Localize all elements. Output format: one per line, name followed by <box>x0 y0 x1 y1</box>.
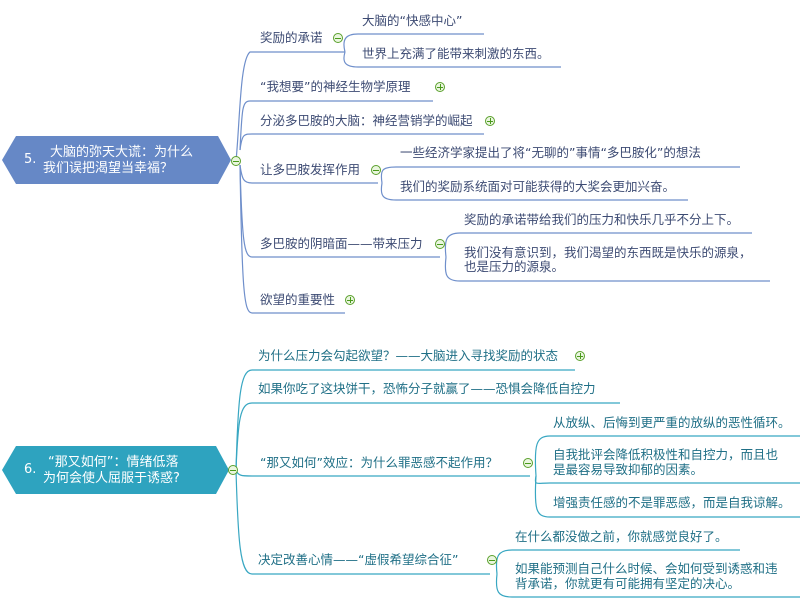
leaf-item[interactable]: 大脑的“快感中心” <box>362 13 463 28</box>
expand-icon[interactable] <box>575 351 585 361</box>
leaf-item[interactable]: 是最容易导致抑郁的因素。 <box>553 462 704 477</box>
expand-icon[interactable] <box>345 295 355 305</box>
leaf-item[interactable]: 一些经济学家提出了将“无聊的”事情“多巴胺化”的想法 <box>400 145 701 160</box>
leaf-item[interactable]: 世界上充满了能带来刺激的东西。 <box>362 46 550 61</box>
collapse-icon[interactable] <box>333 33 343 43</box>
topic-6-title-line2[interactable]: 为何会使人屈服于诱惑? <box>43 471 180 486</box>
branch-label[interactable]: “那又如何”效应：为什么罪恶感不起作用？ <box>260 455 498 470</box>
topic-5-number: 5. <box>24 152 37 167</box>
topic-6-number: 6. <box>24 462 37 477</box>
topic-5-title-line2[interactable]: 我们误把渴望当幸福？ <box>43 161 174 176</box>
branch-label[interactable]: 为什么压力会勾起欲望？——大脑进入寻找奖励的状态 <box>258 348 559 363</box>
leaf-item[interactable]: 从放纵、后悔到更严重的放纵的恶性循环。 <box>553 415 791 430</box>
branch-label[interactable]: 如果你吃了这块饼干，恐怖分子就赢了——恐惧会降低自控力 <box>258 381 596 396</box>
leaf-item[interactable]: 奖励的承诺带给我们的压力和快乐几乎不分上下。 <box>464 212 740 227</box>
branch-label[interactable]: 欲望的重要性 <box>260 292 336 307</box>
branch-label[interactable]: 奖励的承诺 <box>260 30 323 45</box>
leaf-item[interactable]: 在什么都没做之前，你就感觉良好了。 <box>515 529 728 544</box>
topic-6-title-line1[interactable]: “那又如何”：情绪低落 <box>48 455 179 470</box>
expand-icon[interactable] <box>435 82 445 92</box>
branch-label[interactable]: 分泌多巴胺的大脑：神经营销学的崛起 <box>260 113 473 128</box>
expand-icon[interactable] <box>485 116 495 126</box>
collapse-icon[interactable] <box>487 555 497 565</box>
collapse-icon[interactable] <box>371 165 381 175</box>
leaf-item[interactable]: 增强责任感的不是罪恶感，而是自我谅解。 <box>553 495 791 510</box>
branch-label[interactable]: 让多巴胺发挥作用 <box>260 162 361 177</box>
collapse-icon[interactable] <box>231 156 241 166</box>
branch-label[interactable]: 多巴胺的阴暗面——带来压力 <box>260 236 423 251</box>
leaf-item[interactable]: 也是压力的源泉。 <box>464 259 565 274</box>
branch-label[interactable]: 决定改善心情——“虚假希望综合征” <box>258 552 459 567</box>
branch-label[interactable]: “我想要”的神经生物学原理 <box>260 79 411 94</box>
topic-5-title-line1[interactable]: 大脑的弥天大谎：为什么 <box>50 145 194 160</box>
topic-6-shape <box>2 446 229 494</box>
collapse-icon[interactable] <box>523 458 533 468</box>
leaf-item[interactable]: 如果能预测自己什么时候、会如何受到诱惑和违 <box>515 561 778 576</box>
leaf-item[interactable]: 我们没有意识到，我们渴望的东西既是快乐的源泉， <box>464 245 752 260</box>
collapse-icon[interactable] <box>435 239 445 249</box>
collapse-icon[interactable] <box>228 465 238 475</box>
topic-5-shape <box>2 136 231 184</box>
leaf-item[interactable]: 自我批评会降低积极性和自控力，而且也 <box>553 447 779 462</box>
leaf-item[interactable]: 背承诺，你就更有可能拥有坚定的决心。 <box>515 576 741 591</box>
leaf-item[interactable]: 我们的奖励系统面对可能获得的大奖会更加兴奋。 <box>400 179 676 194</box>
